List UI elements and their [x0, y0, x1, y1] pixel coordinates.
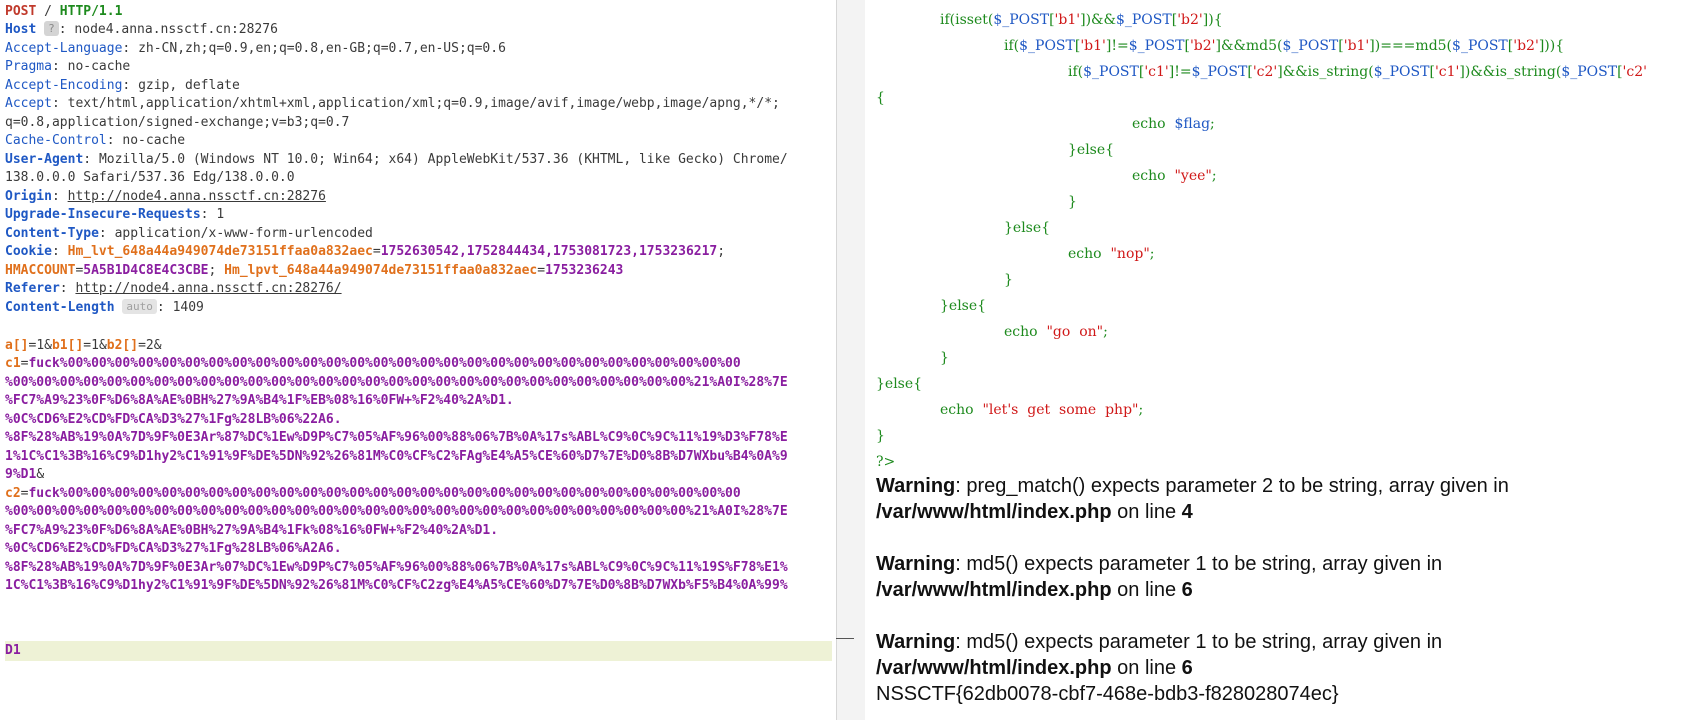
body-params-line: a[]=1&b1[]=1&b2[]=2& — [5, 338, 162, 353]
body-c2-line: 1C%C1%3B%16%C9%D1hy2%C1%91%9F%DE%5DN%92%… — [5, 578, 788, 593]
header-content-type: Content-Type: application/x-www-form-url… — [5, 226, 373, 241]
header-accept: Accept: text/html,application/xhtml+xml,… — [5, 96, 780, 111]
body-c1-line: c1=fuck%00%00%00%00%00%00%00%00%00%00%00… — [5, 356, 741, 371]
php-code-line: echo $flag; — [1132, 116, 1215, 132]
warning-3: Warning: md5() expects parameter 1 to be… — [876, 631, 1443, 653]
help-badge[interactable]: ? — [44, 21, 59, 36]
header-accept-cont: q=0.8,application/signed-exchange;v=b3;q… — [5, 115, 350, 130]
request-protocol: HTTP/1.1 — [59, 4, 123, 19]
header-pragma: Pragma: no-cache — [5, 59, 131, 74]
header-user-agent-cont: 138.0.0.0 Safari/537.36 Edg/138.0.0.0 — [5, 170, 295, 185]
pane-gutter — [837, 0, 865, 720]
origin-link[interactable]: http://node4.anna.nssctf.cn:28276 — [67, 189, 326, 204]
header-upgrade-insecure: Upgrade-Insecure-Requests: 1 — [5, 207, 225, 222]
body-c2-line: %0C%CD6%E2%CD%FD%CA%D3%27%1Fg%28LB%06%A2… — [5, 541, 342, 556]
warning-2: Warning: md5() expects parameter 1 to be… — [876, 553, 1443, 575]
php-code-line: } — [876, 428, 885, 444]
body-c1-line: %0C%CD6%E2%CD%FD%CA%D3%27%1Fg%28LB%06%22… — [5, 412, 342, 427]
php-code-line: { — [876, 90, 885, 106]
php-code-line: echo "nop"; — [1068, 246, 1155, 262]
header-cookie: Cookie: Hm_lvt_648a44a949074de73151ffaa0… — [5, 244, 733, 259]
php-code-line: }else{ — [940, 298, 987, 314]
request-editor[interactable]: POST / HTTP/1.1 Host ?: node4.anna.nssct… — [0, 0, 836, 720]
body-c2-line-current[interactable]: D1 — [5, 641, 832, 661]
php-code-line: if($_POST['b1']!=$_POST['b2']&&md5($_POS… — [1004, 38, 1565, 54]
header-origin: Origin: http://node4.anna.nssctf.cn:2827… — [5, 189, 326, 204]
request-line: POST / HTTP/1.1 — [5, 2, 832, 22]
header-referer: Referer: http://node4.anna.nssctf.cn:282… — [5, 281, 342, 296]
body-c2-line: %00%00%00%00%00%00%00%00%00%00%00%00%00%… — [5, 504, 788, 519]
request-path: / — [44, 4, 52, 19]
php-code-line: if(isset($_POST['b1'])&&$_POST['b2']){ — [940, 12, 1223, 28]
auto-badge[interactable]: auto — [122, 299, 157, 314]
body-c1-line: 9%D1& — [5, 467, 45, 482]
php-code-line: }else{ — [876, 376, 923, 392]
request-method: POST — [5, 4, 37, 19]
header-cookie-cont: HMACCOUNT=5A5B1D4C8E4C3CBE; Hm_lpvt_648a… — [5, 263, 624, 278]
body-c2-line: c2=fuck%00%00%00%00%00%00%00%00%00%00%00… — [5, 486, 741, 501]
header-content-length: Content-Length auto: 1409 — [5, 299, 204, 315]
header-user-agent: User-Agent: Mozilla/5.0 (Windows NT 10.0… — [5, 152, 788, 167]
body-c2-line: %8F%28%AB%19%0A%7D%9F%0E3Ar%07%DC%1Ew%D9… — [5, 560, 788, 575]
header-cache-control: Cache-Control: no-cache — [5, 133, 186, 148]
body-c1-line: 1%1C%C1%3B%16%C9%D1hy2%C1%91%9F%DE%5DN%9… — [5, 449, 788, 464]
header-accept-encoding: Accept-Encoding: gzip, deflate — [5, 78, 240, 93]
pane-divider[interactable] — [836, 0, 837, 720]
body-c1-line: %FC7%A9%23%0F%D6%8A%AE%0BH%27%9A%B4%1F%E… — [5, 393, 514, 408]
warning-1: Warning: preg_match() expects parameter … — [876, 475, 1509, 497]
php-code-line: } — [1068, 194, 1077, 210]
warning-3-location: /var/www/html/index.php on line 6 — [876, 657, 1193, 679]
php-code-line: } — [940, 350, 949, 366]
response-pane: if(isset($_POST['b1'])&&$_POST['b2']){if… — [865, 0, 1686, 720]
referer-link[interactable]: http://node4.anna.nssctf.cn:28276/ — [75, 281, 342, 296]
php-code-line: echo "let's get some php"; — [940, 402, 1144, 418]
php-code-line: echo "go on"; — [1004, 324, 1108, 340]
php-code-line: } — [1004, 272, 1013, 288]
php-code-line: }else{ — [1004, 220, 1051, 236]
php-code-line: ?> — [876, 454, 896, 470]
scroll-marker — [836, 638, 854, 639]
php-code-line: echo "yee"; — [1132, 168, 1217, 184]
php-code-line: }else{ — [1068, 142, 1115, 158]
header-host: Host ?: node4.anna.nssctf.cn:28276 — [5, 21, 278, 37]
body-c1-line: %8F%28%AB%19%0A%7D%9F%0E3Ar%87%DC%1Ew%D9… — [5, 430, 788, 445]
flag-output: NSSCTF{62db0078-cbf7-468e-bdb3-f82802807… — [876, 683, 1339, 705]
body-c2-line: %FC7%A9%23%0F%D6%8A%AE%0BH%27%9A%B4%1Fk%… — [5, 523, 499, 538]
warning-1-location: /var/www/html/index.php on line 4 — [876, 501, 1193, 523]
warning-2-location: /var/www/html/index.php on line 6 — [876, 579, 1193, 601]
body-c1-line: %00%00%00%00%00%00%00%00%00%00%00%00%00%… — [5, 375, 788, 390]
php-code-line: if($_POST['c1']!=$_POST['c2']&&is_string… — [1068, 64, 1647, 80]
header-accept-language: Accept-Language: zh-CN,zh;q=0.9,en;q=0.8… — [5, 41, 506, 56]
